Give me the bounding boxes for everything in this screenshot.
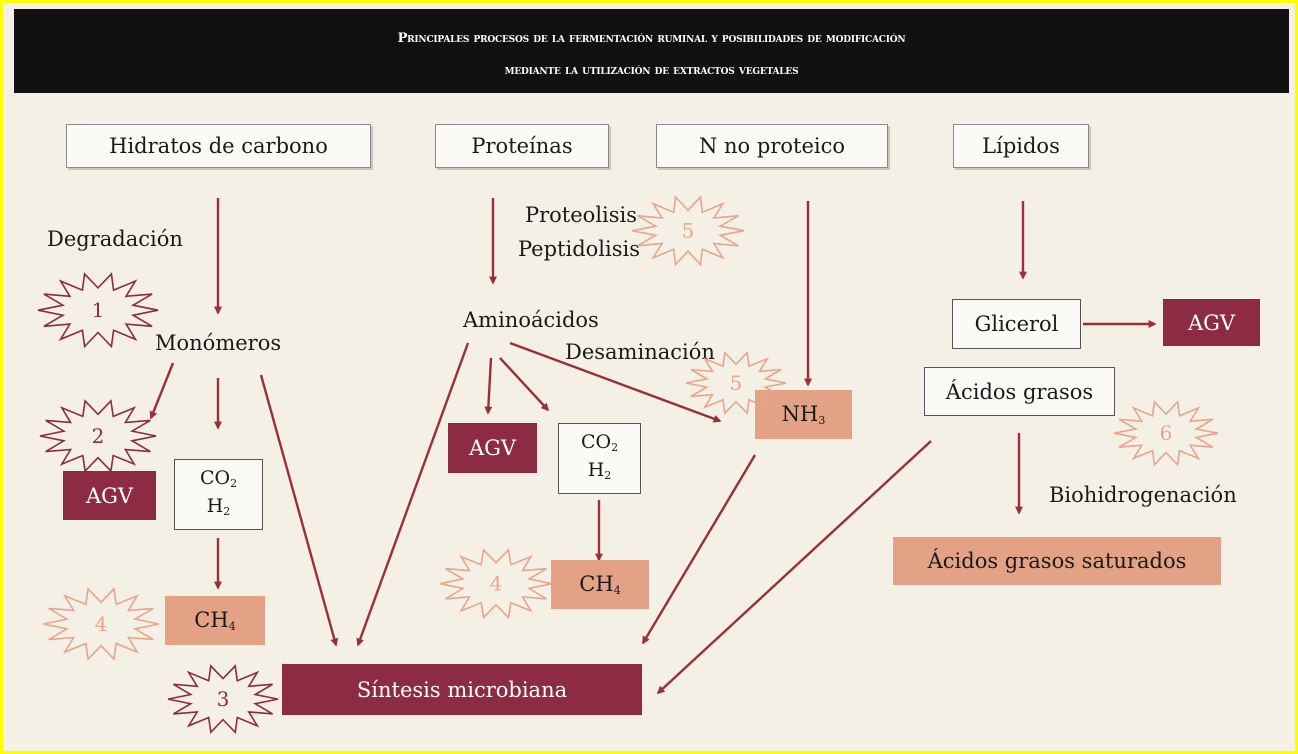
fatty-acids-box: Ácidos grasos (924, 367, 1115, 416)
npn-box: N no proteico (656, 124, 888, 168)
ch4-box-middle: CH4 (551, 560, 649, 609)
co2-h2-box-left: CO2 H2 (174, 459, 263, 530)
agv-label-middle: AGV (468, 436, 517, 460)
starburst-2: 2 (39, 399, 157, 473)
title-line-1: Principales procesos de la fermentación … (397, 31, 906, 46)
arrow-fa-synthesis (656, 440, 932, 695)
starburst-3: 3 (167, 664, 279, 734)
saturated-fatty-acids-box: Ácidos grasos saturados (893, 537, 1221, 585)
starburst-4-middle-outline (439, 548, 553, 620)
starburst-1-outline (37, 271, 159, 349)
starburst-1-number: 1 (92, 298, 105, 322)
starburst-5-top-outline (631, 195, 745, 267)
monomers-label: Monómeros (155, 331, 282, 355)
h2-formula-middle: H2 (587, 458, 612, 482)
ch4-formula-middle: CH4 (579, 572, 621, 597)
title-line-2: mediante la utilización de extractos veg… (504, 63, 799, 78)
deamination-label: Desaminación (565, 340, 715, 364)
lipids-box: Lípidos (953, 124, 1089, 168)
proteins-label: Proteínas (471, 134, 573, 158)
arrow-aa-nh3 (509, 341, 722, 423)
starburst-4-middle: 4 (439, 548, 553, 620)
saturated-fatty-acids-label: Ácidos grasos saturados (927, 549, 1187, 573)
h2-formula-left: H2 (206, 494, 231, 518)
starburst-5-top: 5 (631, 195, 745, 267)
starburst-2-outline (39, 399, 157, 473)
starburst-5-middle: 5 (685, 351, 787, 415)
arrow-aa-agv (484, 357, 493, 415)
starburst-6-outline (1113, 399, 1219, 467)
agv-box-right: AGV (1163, 299, 1260, 346)
carbohydrates-box: Hidratos de carbono (66, 124, 371, 168)
co2-formula-left: CO2 (199, 466, 238, 490)
starburst-5-top-number: 5 (682, 219, 695, 243)
starburst-6-number: 6 (1160, 421, 1173, 445)
glycerol-label: Glicerol (974, 312, 1059, 336)
arrow-nh3-synthesis (641, 454, 757, 645)
microbial-synthesis-box: Síntesis microbiana (282, 664, 642, 715)
starburst-3-number: 3 (217, 687, 230, 711)
carbohydrates-label: Hidratos de carbono (109, 134, 328, 158)
starburst-5-middle-number: 5 (730, 371, 743, 395)
arrow-monomers-agv (149, 362, 175, 420)
agv-label-right: AGV (1187, 310, 1236, 335)
arrow-monomers-synthesis (259, 374, 339, 647)
starburst-4-left: 4 (42, 587, 160, 661)
starburst-2-number: 2 (92, 424, 105, 448)
title-banner: Principales procesos de la fermentación … (14, 9, 1289, 93)
agv-box-left: AGV (63, 471, 156, 520)
peptidolysis-label: Peptidolisis (518, 237, 641, 261)
starburst-4-left-outline (42, 587, 160, 661)
degradation-label: Degradación (47, 227, 183, 251)
nh3-box: NH3 (755, 390, 852, 439)
proteins-box: Proteínas (435, 124, 609, 168)
starburst-6: 6 (1113, 399, 1219, 467)
arrow-aa-co2 (499, 357, 550, 412)
biohydrogenation-label: Biohidrogenación (1049, 483, 1237, 507)
co2-h2-box-middle: CO2 H2 (558, 423, 641, 494)
co2-formula-middle: CO2 (580, 430, 619, 454)
agv-box-middle: AGV (448, 423, 537, 473)
agv-label-left: AGV (85, 483, 134, 508)
nh3-formula: NH3 (781, 402, 826, 427)
ch4-formula-left: CH4 (194, 608, 236, 633)
glycerol-box: Glicerol (952, 299, 1081, 349)
lipids-label: Lípidos (982, 134, 1060, 158)
proteolysis-label: Proteolisis (525, 203, 638, 227)
arrows-layer (149, 198, 1157, 695)
starburst-4-left-number: 4 (95, 612, 108, 636)
ch4-box-left: CH4 (165, 596, 265, 645)
fatty-acids-label: Ácidos grasos (945, 379, 1094, 404)
arrow-aa-synthesis (356, 342, 470, 647)
microbial-synthesis-label: Síntesis microbiana (356, 677, 568, 702)
starburst-1: 1 (37, 271, 159, 349)
npn-label: N no proteico (698, 134, 845, 158)
starburst-3-outline (167, 664, 279, 734)
amino-acids-label: Aminoácidos (463, 308, 599, 332)
starburst-5-middle-outline (685, 351, 787, 415)
starburst-4-middle-number: 4 (490, 572, 503, 596)
